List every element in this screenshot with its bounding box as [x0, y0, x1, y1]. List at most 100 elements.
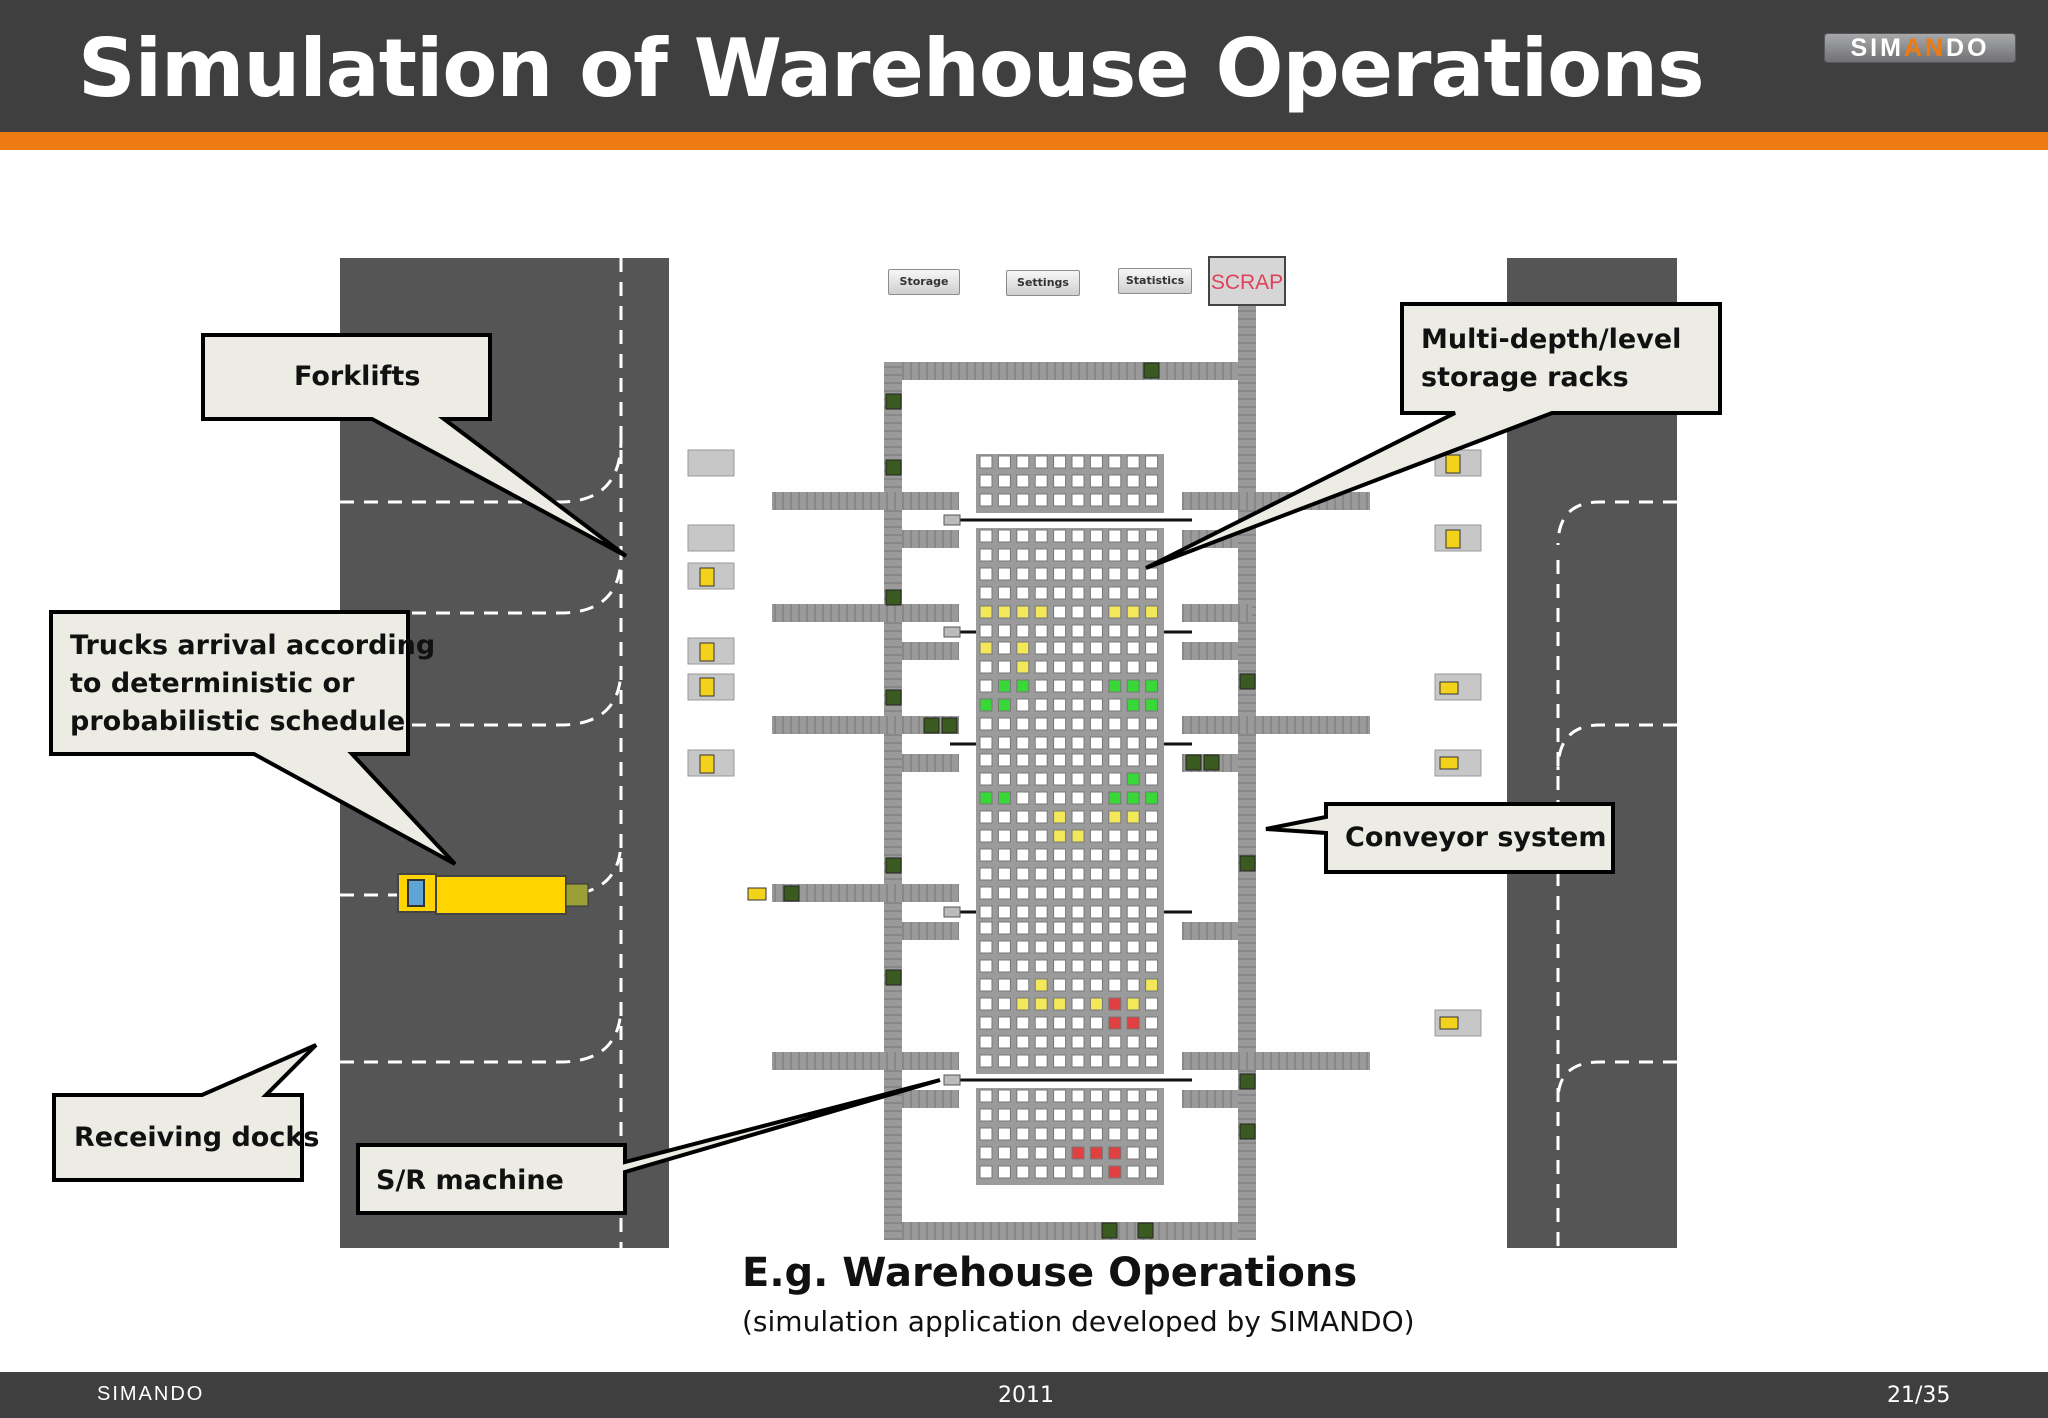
rack-cell: [979, 791, 993, 805]
rack-cell: [1034, 493, 1048, 507]
rack-cell: [1089, 1016, 1103, 1030]
rack-cell: [1126, 1054, 1140, 1068]
rack-cell: [1089, 791, 1103, 805]
rack-cell: [1089, 736, 1103, 750]
statistics-button[interactable]: Statistics: [1118, 268, 1192, 294]
rack-cell: [1089, 586, 1103, 600]
rack-cell: [979, 997, 993, 1011]
rack-cell: [1071, 921, 1085, 935]
rack-cell: [1053, 997, 1067, 1011]
rack-cell: [1053, 736, 1067, 750]
rack-cell: [1089, 548, 1103, 562]
rack-cell: [1126, 736, 1140, 750]
caption-title: E.g. Warehouse Operations: [742, 1250, 1358, 1296]
rack-cell: [1145, 1146, 1159, 1160]
rack-cell: [997, 959, 1011, 973]
rack-cell: [979, 1089, 993, 1103]
rack-cell: [1145, 921, 1159, 935]
rack-cell: [1053, 905, 1067, 919]
rack-cell: [1053, 829, 1067, 843]
rack-cell: [979, 455, 993, 469]
rack-cell: [1108, 1146, 1122, 1160]
storage-button[interactable]: Storage: [888, 269, 960, 295]
rack-cell: [1108, 660, 1122, 674]
rack-cell: [997, 1089, 1011, 1103]
rack-cell: [1089, 848, 1103, 862]
rack-cell: [1053, 660, 1067, 674]
rack-cell: [1016, 940, 1030, 954]
rack-cell: [1108, 493, 1122, 507]
rack-cell: [1089, 905, 1103, 919]
rack-cell: [979, 810, 993, 824]
rack-cell: [1034, 810, 1048, 824]
rack-cell: [1126, 698, 1140, 712]
rack-cell: [1053, 641, 1067, 655]
rack-cell: [1089, 810, 1103, 824]
rack-cell: [1089, 1146, 1103, 1160]
rack-cell: [997, 940, 1011, 954]
rack-cell: [1126, 886, 1140, 900]
rack-cell: [997, 717, 1011, 731]
rack-cell: [1108, 791, 1122, 805]
rack-cell: [1089, 1035, 1103, 1049]
rack-cell: [1016, 586, 1030, 600]
rack-cell: [1145, 978, 1159, 992]
rack-cell: [1126, 605, 1140, 619]
rack-cell: [1145, 605, 1159, 619]
rack-cell: [1034, 829, 1048, 843]
rack-cell: [1108, 1035, 1122, 1049]
rack-cell: [1126, 493, 1140, 507]
rack-cell: [1053, 586, 1067, 600]
rack-cell: [1071, 1035, 1085, 1049]
rack-cell: [1145, 624, 1159, 638]
rack-cell: [1089, 978, 1103, 992]
rack-cell: [1016, 698, 1030, 712]
rack-cell: [997, 921, 1011, 935]
rack-cell: [1016, 529, 1030, 543]
rack-cell: [1108, 997, 1122, 1011]
rack-cell: [1016, 660, 1030, 674]
conveyor-system: [772, 306, 1370, 1240]
rack-cell: [1126, 586, 1140, 600]
rack-cell: [1016, 1108, 1030, 1122]
settings-button[interactable]: Settings: [1006, 270, 1080, 296]
rack-cell: [1053, 921, 1067, 935]
rack-cell: [1145, 1089, 1159, 1103]
rack-cell: [1034, 997, 1048, 1011]
rack-cell: [979, 736, 993, 750]
rack-cell: [1034, 959, 1048, 973]
rack-cell: [1071, 698, 1085, 712]
title-accent-bar: [0, 132, 2048, 150]
rack-cell: [1089, 1127, 1103, 1141]
rack-cell: [1053, 624, 1067, 638]
rack-cell: [1126, 978, 1140, 992]
callout-racks: [1145, 302, 1722, 570]
logo-text-do: DO: [1946, 34, 1990, 62]
rack-cell: [1016, 905, 1030, 919]
footer-bar: [0, 1372, 2048, 1418]
rack-cell: [1034, 455, 1048, 469]
rack-cell: [1145, 772, 1159, 786]
rack-cell: [1016, 848, 1030, 862]
left-road-markings: [340, 258, 623, 1248]
rack-cell: [997, 624, 1011, 638]
rack-cell: [1071, 959, 1085, 973]
rack-cell: [1034, 605, 1048, 619]
rack-cell: [1126, 810, 1140, 824]
rack-cell: [979, 679, 993, 693]
rack-cell: [979, 905, 993, 919]
rack-cell: [1145, 474, 1159, 488]
rack-cell: [1089, 1108, 1103, 1122]
rack-cell: [1016, 567, 1030, 581]
rack-cell: [1016, 810, 1030, 824]
rack-cell: [1126, 753, 1140, 767]
rack-cell: [1145, 1165, 1159, 1179]
callout-trucks-line3: probabilistic schedule: [70, 706, 406, 737]
rack-cell: [997, 586, 1011, 600]
rack-cell: [1108, 959, 1122, 973]
rack-cell: [1108, 455, 1122, 469]
rack-cell: [1016, 959, 1030, 973]
rack-cell: [1071, 455, 1085, 469]
rack-cell: [1016, 1016, 1030, 1030]
